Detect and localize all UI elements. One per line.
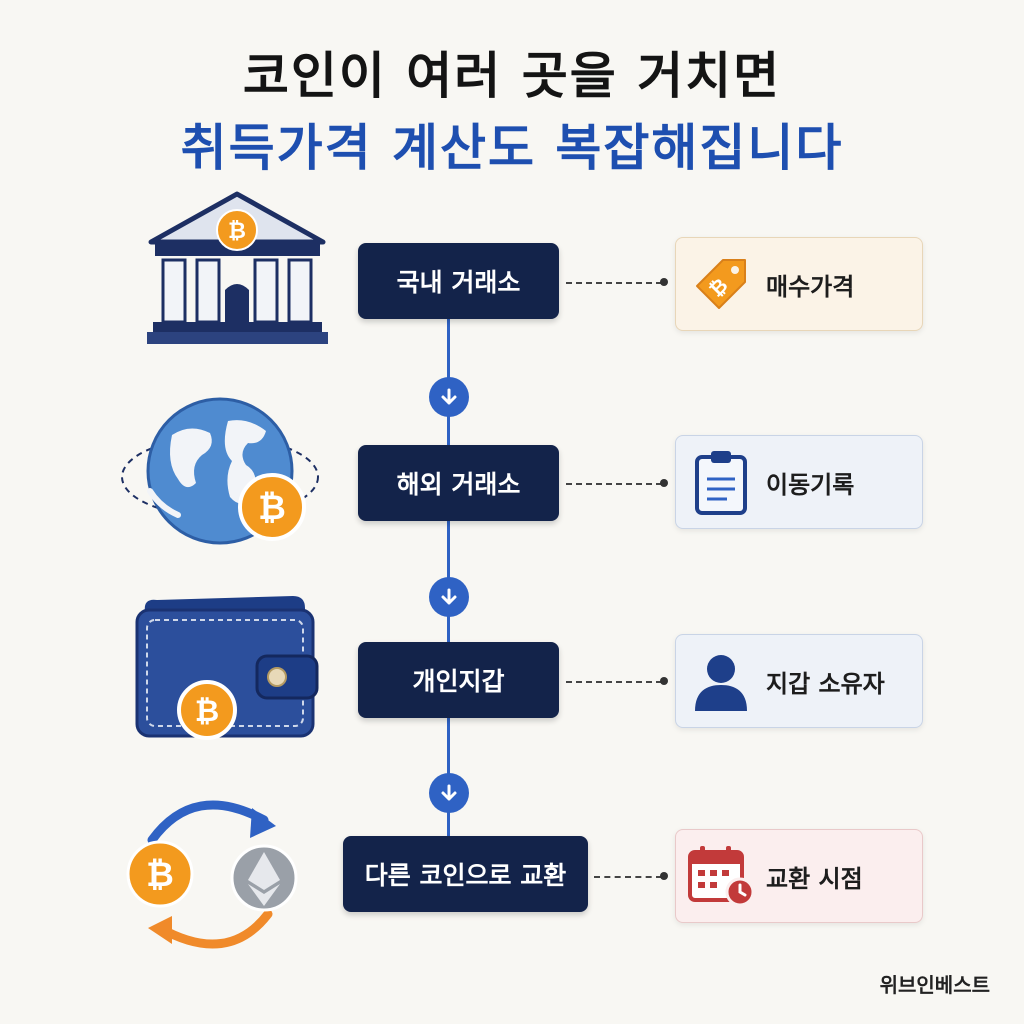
svg-text:₿: ₿ [228, 219, 246, 244]
price-tag-icon: ₿ [676, 237, 766, 331]
svg-text:₿: ₿ [258, 488, 286, 528]
info-card-exchange-time: 교환 시점 [675, 829, 923, 923]
down-arrow-icon [429, 577, 469, 617]
info-card-wallet-owner: 지갑 소유자 [675, 634, 923, 728]
wallet-icon: ₿ [133, 592, 323, 746]
connector-dot [660, 677, 668, 685]
connector-dot [660, 479, 668, 487]
connector [566, 681, 662, 683]
info-label: 지갑 소유자 [766, 669, 885, 698]
globe-icon: ₿ [120, 395, 325, 559]
svg-text:₿: ₿ [195, 694, 219, 729]
step-domestic-exchange: 국내 거래소 [358, 243, 559, 319]
step-label: 개인지갑 [412, 667, 505, 696]
bank-icon: ₿ [145, 190, 330, 354]
swap-icon: ₿ [124, 788, 304, 962]
connector-dot [660, 872, 668, 880]
down-arrow-icon [429, 773, 469, 813]
user-icon [676, 634, 766, 728]
clipboard-icon [676, 435, 766, 529]
calendar-icon [676, 829, 766, 923]
info-card-transfer-record: 이동기록 [675, 435, 923, 529]
step-personal-wallet: 개인지갑 [358, 642, 559, 718]
step-label: 해외 거래소 [396, 470, 521, 499]
brand-logo: 위브인베스트 [879, 973, 990, 997]
info-label: 교환 시점 [766, 864, 863, 893]
info-label: 이동기록 [766, 470, 855, 499]
svg-text:₿: ₿ [146, 855, 174, 895]
step-overseas-exchange: 해외 거래소 [358, 445, 559, 521]
step-label: 국내 거래소 [396, 268, 521, 297]
info-label: 매수가격 [766, 272, 855, 301]
connector-dot [660, 278, 668, 286]
step-label: 다른 코인으로 교환 [364, 861, 567, 890]
connector [566, 483, 662, 485]
connector [566, 282, 662, 284]
page-subtitle: 취득가격 계산도 복잡해집니다 [180, 119, 844, 177]
info-card-purchase-price: ₿ 매수가격 [675, 237, 923, 331]
step-coin-exchange: 다른 코인으로 교환 [343, 836, 588, 912]
down-arrow-icon [429, 377, 469, 417]
connector [594, 876, 662, 878]
page-title: 코인이 여러 곳을 거치면 [242, 47, 782, 105]
